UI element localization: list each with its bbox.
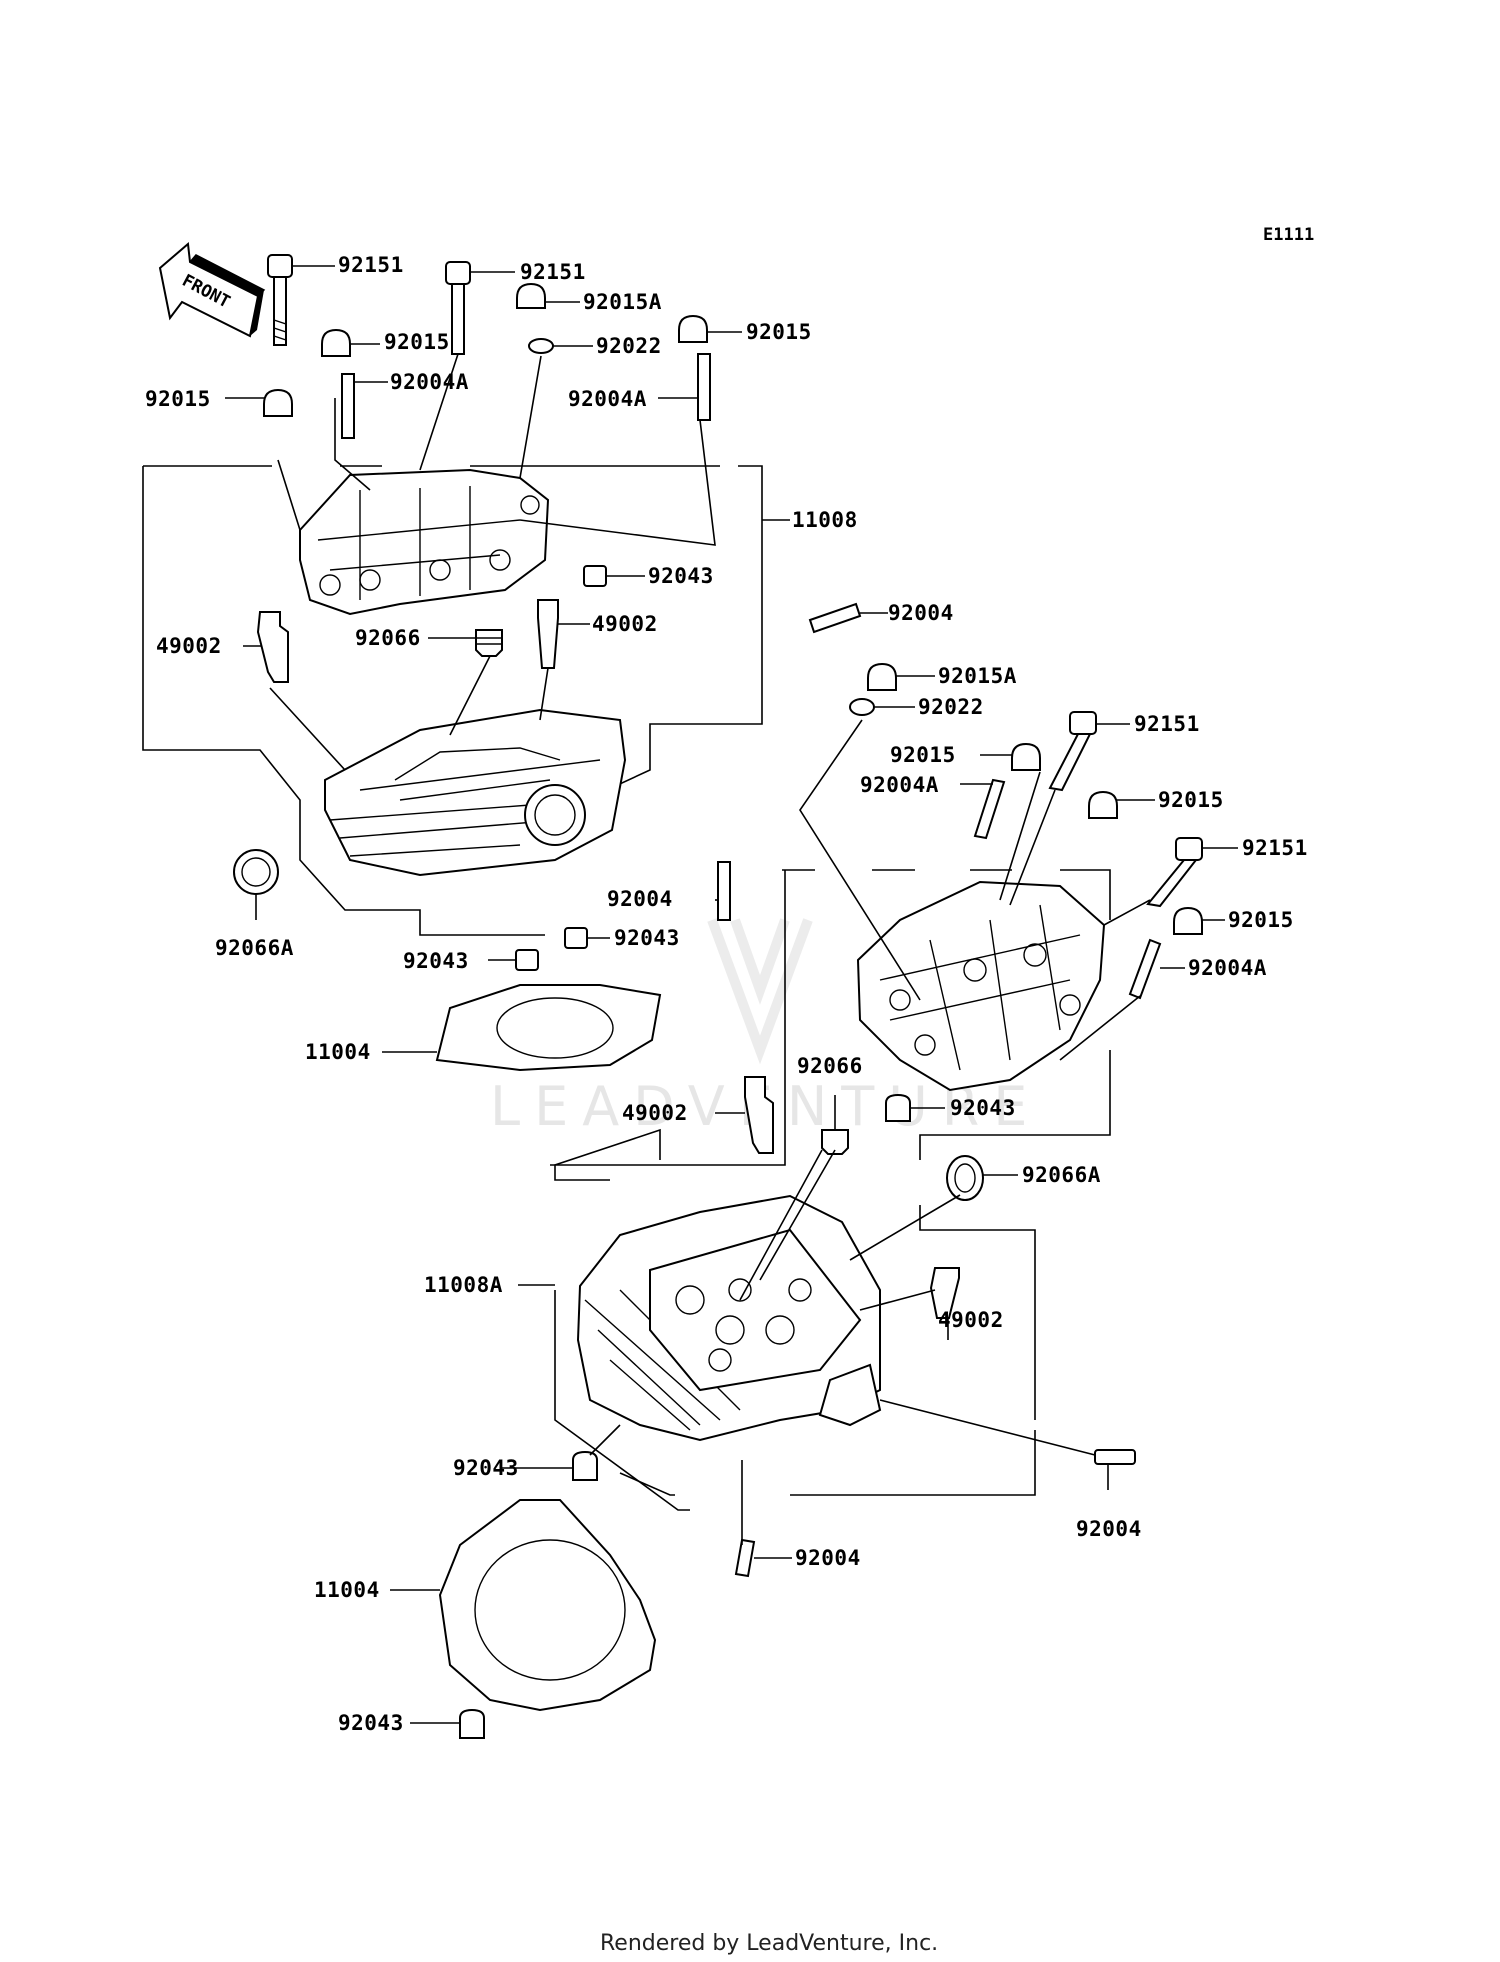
dowel-92043-lower-b — [459, 1708, 485, 1739]
seal-92066-top — [475, 629, 503, 657]
nut-92015A-right — [867, 662, 897, 691]
nut-92015-b — [678, 314, 708, 343]
label-92043-b[interactable]: 92043 — [614, 926, 680, 950]
leader-lines — [225, 265, 1238, 1724]
label-92043-d[interactable]: 92043 — [950, 1096, 1016, 1120]
label-92066A-a[interactable]: 92066A — [215, 936, 294, 960]
label-92066A-b[interactable]: 92066A — [1022, 1163, 1101, 1187]
cylinder-head-11008A — [576, 1194, 882, 1442]
label-49002-b[interactable]: 49002 — [592, 612, 658, 636]
frame-11008A-d — [919, 1205, 1036, 1420]
label-11008A[interactable]: 11008A — [424, 1273, 503, 1297]
label-92066-a[interactable]: 92066 — [355, 626, 421, 650]
stud-92004-top-right — [808, 602, 862, 634]
front-arrow-icon: FRONT — [158, 242, 266, 338]
label-49002-a[interactable]: 49002 — [156, 634, 222, 658]
label-92004-a[interactable]: 92004 — [888, 601, 954, 625]
seal-92066-lower — [821, 1129, 849, 1155]
label-92015-b[interactable]: 92015 — [746, 320, 812, 344]
dowel-92043-mid-b — [564, 927, 588, 949]
washer-92022-right — [849, 698, 875, 716]
label-92004-d[interactable]: 92004 — [795, 1546, 861, 1570]
dowel-92043-right — [885, 1093, 911, 1122]
label-92004A-d[interactable]: 92004A — [1188, 956, 1267, 980]
plug-92066A-left — [233, 849, 279, 895]
label-92015-f[interactable]: 92015 — [1228, 908, 1294, 932]
valve-guide-49002-lower-b — [929, 1267, 960, 1319]
frame-11008A-a — [554, 869, 1111, 1181]
label-49002-c[interactable]: 49002 — [622, 1101, 688, 1125]
nut-92015-right-b — [1088, 790, 1118, 819]
valve-guide-49002-mid — [537, 599, 559, 669]
stud-92004-lower-a — [1094, 1449, 1136, 1465]
label-11004-a[interactable]: 11004 — [305, 1040, 371, 1064]
label-11008[interactable]: 11008 — [792, 508, 858, 532]
washer-92022-top — [528, 338, 554, 354]
nut-92015-right-c — [1173, 906, 1203, 935]
label-92043-f[interactable]: 92043 — [338, 1711, 404, 1735]
label-92004A-c[interactable]: 92004A — [860, 773, 939, 797]
bolt-92151-right-a — [1048, 711, 1097, 792]
diagram-code: E1111 — [1263, 225, 1314, 245]
stud-92004A-right-a — [973, 778, 1006, 840]
head-cover-right — [856, 880, 1106, 1092]
stud-92004A-b — [697, 353, 711, 421]
dowel-92043-lower-a — [572, 1450, 598, 1481]
nut-92015A-top — [516, 282, 546, 309]
frame-11008-a — [143, 465, 763, 801]
dowel-92043-mid-a — [515, 949, 539, 971]
cylinder-head-11008 — [324, 708, 627, 877]
label-92004-c[interactable]: 92004 — [1076, 1517, 1142, 1541]
stud-92004-mid — [717, 861, 731, 921]
label-92043-a[interactable]: 92043 — [648, 564, 714, 588]
valve-guide-49002-left — [256, 611, 289, 683]
nut-92015-a — [321, 328, 351, 357]
dowel-92043-top — [583, 565, 607, 587]
footer-text: Rendered by LeadVenture, Inc. — [600, 1931, 938, 1956]
part-labels: 92151 92151 92015A 92015 92022 92015 920… — [145, 253, 1308, 1735]
bolt-92151-a — [267, 254, 293, 346]
label-92015-d[interactable]: 92015 — [890, 743, 956, 767]
label-92151-d[interactable]: 92151 — [1242, 836, 1308, 860]
label-92015A-a[interactable]: 92015A — [583, 290, 662, 314]
label-92004A-a[interactable]: 92004A — [390, 370, 469, 394]
nut-92015-right-a — [1011, 742, 1041, 771]
label-92151-b[interactable]: 92151 — [520, 260, 586, 284]
label-92151-c[interactable]: 92151 — [1134, 712, 1200, 736]
head-cover-upper — [299, 468, 550, 616]
label-92022-b[interactable]: 92022 — [918, 695, 984, 719]
label-92015-e[interactable]: 92015 — [1158, 788, 1224, 812]
gasket-11004-upper — [435, 984, 662, 1072]
bolt-92151-right-b — [1146, 837, 1203, 908]
plug-92066A-lower — [946, 1155, 984, 1201]
nut-92015-c — [263, 388, 293, 417]
label-92043-c[interactable]: 92043 — [403, 949, 469, 973]
label-92015A-b[interactable]: 92015A — [938, 664, 1017, 688]
label-92015-c[interactable]: 92015 — [145, 387, 211, 411]
label-49002-d[interactable]: 49002 — [938, 1308, 1004, 1332]
label-92151-a[interactable]: 92151 — [338, 253, 404, 277]
stud-92004A-right-b — [1128, 938, 1162, 1000]
valve-guide-49002-lower-a — [744, 1076, 774, 1154]
frame-11008A-e — [619, 1430, 1036, 1496]
label-92043-e[interactable]: 92043 — [453, 1456, 519, 1480]
label-92015-a[interactable]: 92015 — [384, 330, 450, 354]
frame-11008A-c — [554, 1290, 690, 1511]
label-92004-b[interactable]: 92004 — [607, 887, 673, 911]
label-92004A-b[interactable]: 92004A — [568, 387, 647, 411]
stud-92004-lower-b — [734, 1538, 756, 1578]
label-92022-a[interactable]: 92022 — [596, 334, 662, 358]
stud-92004A-a — [341, 373, 355, 439]
label-11004-b[interactable]: 11004 — [314, 1578, 380, 1602]
frame-11008-b — [142, 466, 545, 936]
label-92066-b[interactable]: 92066 — [797, 1054, 863, 1078]
gasket-11004-lower — [438, 1499, 657, 1712]
frame-11008A-b — [550, 870, 786, 1166]
